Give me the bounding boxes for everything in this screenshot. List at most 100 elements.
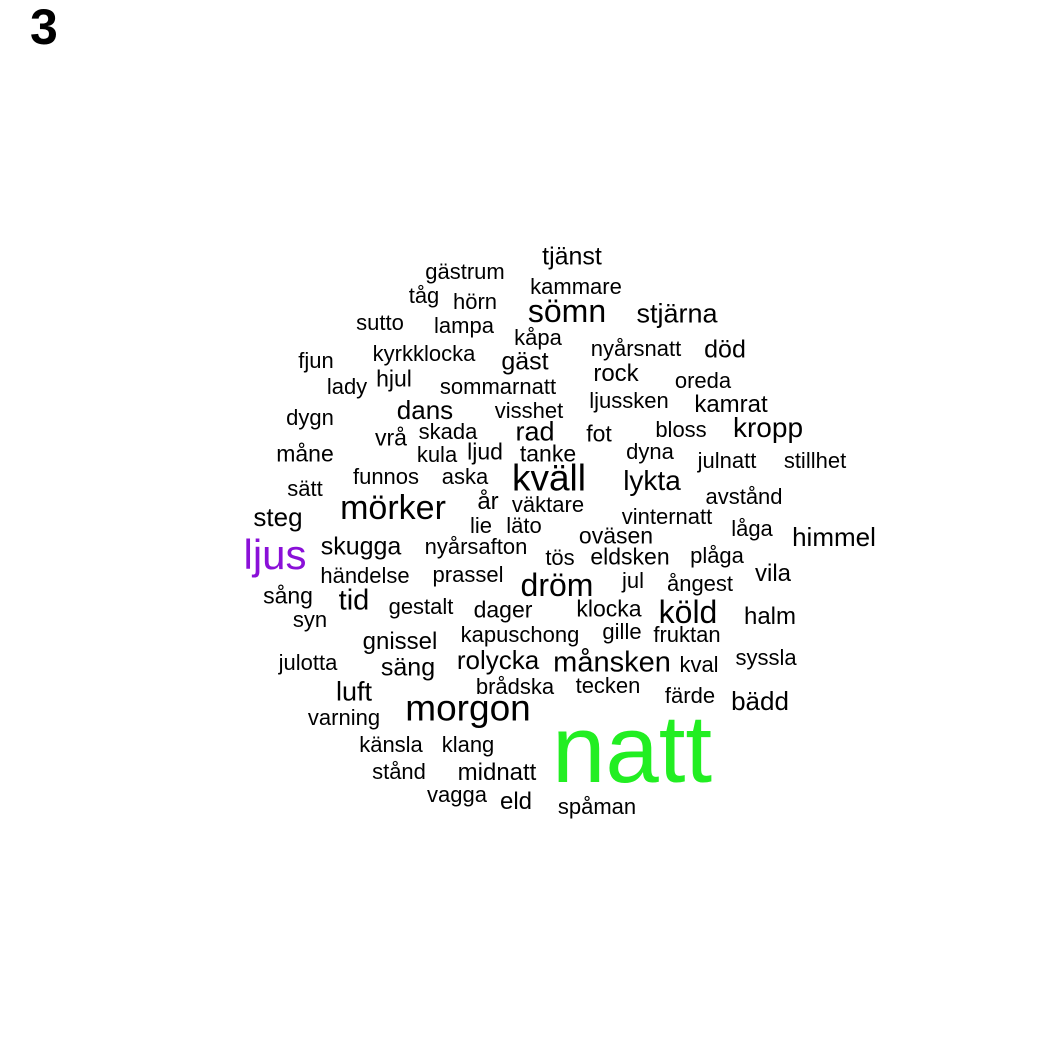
word-mane: måne [276, 440, 334, 467]
word-skada: skada [418, 419, 478, 444]
word-ljussken: ljussken [589, 388, 669, 413]
word-ljud: ljud [467, 438, 503, 465]
word-mansken: månsken [553, 646, 671, 679]
word-avstand: avstånd [705, 484, 783, 509]
word-stillhet: stillhet [783, 448, 847, 473]
word-kapa: kåpa [514, 325, 562, 350]
word-nyarsnatt: nyårsnatt [590, 336, 682, 361]
word-somn: sömn [527, 293, 607, 329]
word-satt: sätt [287, 476, 323, 501]
word-kropp: kropp [732, 412, 804, 443]
word-rolycka: rolycka [456, 645, 540, 675]
word-dyna: dyna [626, 439, 674, 464]
word-fjun: fjun [298, 348, 334, 373]
panel-label: 3 [30, 0, 58, 55]
word-kold: köld [658, 594, 718, 630]
word-fruktan: fruktan [653, 622, 721, 647]
word-kvall: kväll [511, 457, 587, 499]
word-syssla: syssla [735, 645, 797, 670]
word-drom: dröm [520, 567, 594, 603]
word-funnos: funnos [352, 464, 420, 489]
word-morker: mörker [340, 489, 446, 527]
word-sang: sång [263, 582, 313, 609]
word-horn: hörn [452, 289, 498, 314]
word-oreda: oreda [674, 368, 732, 393]
word-prassel: prassel [432, 562, 504, 587]
word-lykta: lykta [623, 465, 681, 496]
word-kamrat: kamrat [694, 391, 768, 418]
word-ar: år [477, 488, 499, 515]
word-gnissel: gnissel [362, 628, 438, 655]
word-hjul: hjul [376, 365, 412, 392]
word-sang: säng [380, 653, 436, 682]
word-gast: gäst [501, 347, 549, 376]
word-ljus: ljus [243, 531, 307, 578]
word-steg: steg [253, 502, 303, 532]
word-luft: luft [335, 676, 373, 707]
word-himmel: himmel [792, 522, 876, 552]
word-sutto: sutto [356, 310, 404, 335]
word-gastrum: gästrum [425, 259, 505, 284]
word-dager: dager [473, 596, 533, 623]
word-kval: kval [679, 652, 719, 677]
word-badd: bädd [731, 686, 789, 716]
word-fot: fot [586, 420, 612, 447]
word-aska: aska [441, 464, 489, 489]
word-klocka: klocka [576, 595, 642, 622]
word-lie: lie [469, 513, 493, 538]
word-tag: tåg [408, 283, 440, 308]
word-jul: jul [621, 568, 645, 593]
word-tanke: tanke [519, 440, 577, 467]
word-ovasen: oväsen [578, 522, 654, 549]
word-kapuschong: kapuschong [460, 622, 580, 647]
word-gestalt: gestalt [388, 594, 454, 619]
word-tjanst: tjänst [542, 242, 602, 271]
word-rad: rad [515, 416, 555, 447]
word-dod: död [704, 335, 746, 364]
word-gille: gille [602, 619, 642, 644]
word-julotta: julotta [278, 650, 338, 675]
word-bradska: brådska [475, 674, 555, 699]
word-plaga: plåga [690, 543, 744, 568]
word-visshet: visshet [494, 398, 564, 423]
word-kansla: känsla [359, 732, 423, 757]
word-natt: natt [551, 696, 713, 803]
word-tid: tid [338, 584, 370, 617]
word-laga: låga [731, 516, 773, 541]
word-handelse: händelse [320, 563, 410, 588]
word-tecken: tecken [575, 673, 641, 698]
word-halm: halm [743, 603, 797, 630]
word-lampa: lampa [434, 313, 494, 338]
word-kammare: kammare [530, 274, 622, 299]
word-vila: vila [754, 560, 792, 587]
word-syn: syn [292, 607, 328, 632]
word-rock: rock [593, 360, 639, 387]
word-lato: läto [506, 513, 542, 538]
word-angest: ångest [666, 571, 734, 596]
word-vra: vrå [375, 424, 407, 451]
word-dygn: dygn [286, 405, 334, 430]
word-stjarna: stjärna [636, 298, 718, 329]
word-vaktare: väktare [511, 492, 585, 517]
word-vinternatt: vinternatt [621, 504, 713, 529]
word-stand: stånd [372, 759, 426, 784]
word-eldsken: eldsken [590, 543, 670, 570]
word-vagga: vagga [427, 782, 487, 807]
word-lady: lady [326, 374, 368, 399]
word-klang: klang [441, 732, 495, 757]
word-varning: varning [307, 705, 381, 730]
word-nyarsafton: nyårsafton [424, 534, 528, 559]
word-eld: eld [499, 788, 533, 815]
word-spaman: spåman [557, 794, 637, 819]
word-farde: färde [664, 683, 716, 708]
word-kyrkklocka: kyrkklocka [372, 341, 476, 366]
word-morgon: morgon [405, 687, 531, 729]
word-midnatt: midnatt [457, 759, 537, 786]
word-sommarnatt: sommarnatt [439, 374, 557, 399]
word-dans: dans [396, 395, 454, 425]
word-julnatt: julnatt [697, 448, 757, 473]
word-bloss: bloss [655, 417, 707, 442]
word-tos: tös [545, 545, 575, 570]
word-skugga: skugga [320, 532, 402, 561]
